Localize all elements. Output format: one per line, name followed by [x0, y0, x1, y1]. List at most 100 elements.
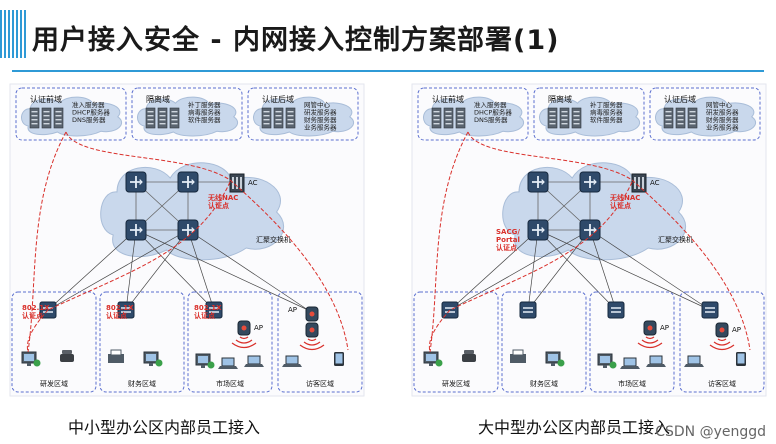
server-icon: [285, 107, 296, 129]
access-switch-icon: [519, 301, 537, 319]
server-list-label: 业务服务器: [706, 123, 739, 132]
server-icon: [455, 107, 466, 129]
ap-label: AP: [288, 306, 297, 314]
network-link: [125, 229, 137, 311]
top-zone-box: [131, 87, 243, 141]
auth-path: [26, 181, 231, 353]
core-switch-icon: [527, 171, 549, 193]
core-switch-icon: [177, 171, 199, 193]
core-switch-icon: [579, 171, 601, 193]
access-switch-icon: [205, 301, 223, 319]
access-switch-icon: [39, 301, 57, 319]
network-link: [537, 229, 617, 311]
ap-label: AP: [660, 324, 669, 332]
laptop-icon: [282, 355, 302, 367]
server-list-label: DNS服务器: [72, 115, 106, 124]
core-switch-icon: [125, 171, 147, 193]
server-icon: [663, 107, 674, 129]
server-icon: [41, 107, 52, 129]
phone-icon: [60, 350, 74, 362]
sacg-portal-auth-label: 认证点: [496, 243, 517, 252]
bottom-zone-box: [501, 291, 587, 393]
dot1x-auth-label: 802.1X: [106, 304, 134, 312]
title-accent-bar: [0, 10, 26, 58]
server-list-label: 准入服务器: [474, 100, 507, 109]
left-caption: 中小型办公区内部员工接入: [68, 418, 261, 437]
bottom-zone-box: [11, 291, 97, 393]
bottom-zone-name: 财务区域: [128, 379, 156, 388]
network-link: [449, 229, 539, 311]
dot1x-auth-label: 认证点: [22, 311, 43, 320]
core-switch-icon: [527, 219, 549, 241]
top-zone-name: 认证后域: [262, 94, 294, 104]
network-link: [527, 229, 539, 311]
desktop-pc-icon: [597, 353, 617, 369]
server-icon: [687, 107, 698, 129]
network-link: [589, 229, 711, 311]
server-list-label: 病毒服务器: [188, 108, 221, 117]
wireless-nac-label: 无线NAC: [609, 193, 640, 202]
server-list-label: 补丁服务器: [590, 100, 623, 109]
access-switch-icon: [607, 301, 625, 319]
desktop-pc-icon: [423, 351, 443, 367]
wireless-signal-icon: [637, 336, 663, 349]
desktop-pc-icon: [195, 353, 215, 369]
network-link: [537, 229, 711, 311]
bottom-zone-box: [679, 291, 765, 393]
access-switch-icon: [117, 301, 135, 319]
network-link: [135, 229, 309, 311]
ap-icon: [237, 320, 251, 336]
bottom-zone-name: 研发区域: [442, 379, 470, 388]
dot1x-auth-label: 802.1X: [22, 304, 50, 312]
server-list-label: 网管中心: [304, 100, 331, 109]
ap-icon: [715, 322, 729, 338]
sacg-portal-auth-label: Portal: [496, 236, 520, 244]
server-icon: [547, 107, 558, 129]
desktop-pc-icon: [143, 351, 163, 367]
top-zone-name: 隔离域: [548, 94, 572, 104]
dot1x-auth-label: 802.1X: [194, 304, 222, 312]
wireless-nac-label: 认证点: [208, 201, 229, 210]
server-list-label: 财务服务器: [304, 115, 337, 124]
wireless-nac-label: 无线NAC: [207, 193, 238, 202]
top-zone-box: [247, 87, 359, 141]
ac-controller-icon: [631, 173, 647, 193]
auth-path: [65, 131, 231, 181]
slide-title: 用户接入安全 - 内网接入控制方案部署(1): [32, 25, 560, 56]
laptop-icon: [218, 357, 238, 369]
bottom-zone-box: [589, 291, 675, 393]
phone-icon: [462, 350, 476, 362]
bottom-zone-box: [413, 291, 499, 393]
auth-path: [27, 131, 67, 353]
access-switch-icon: [701, 301, 719, 319]
wireless-nac-label: 认证点: [610, 201, 631, 210]
tablet-icon: [334, 352, 344, 366]
ap-icon: [643, 320, 657, 336]
printer-icon: [108, 349, 124, 363]
auth-path: [429, 131, 469, 353]
auth-path: [229, 179, 349, 351]
wireless-signal-icon: [299, 338, 325, 351]
bottom-zone-name: 访客区域: [306, 379, 334, 388]
server-list-label: DHCP服务器: [474, 108, 512, 117]
ap-label: AP: [254, 324, 263, 332]
ac-label: AC: [248, 179, 258, 187]
sacg-portal-auth-label: SACG/: [496, 228, 520, 236]
bottom-zone-name: 市场区域: [216, 379, 244, 388]
server-list-label: 补丁服务器: [188, 100, 221, 109]
top-zone-name: 认证前域: [432, 94, 464, 104]
laptop-icon: [620, 357, 640, 369]
ap-label: AP: [732, 326, 741, 334]
auth-path: [631, 179, 751, 351]
core-switch-icon: [177, 219, 199, 241]
core-switch-icon: [579, 219, 601, 241]
network-link: [527, 229, 591, 311]
top-zone-name: 认证前域: [30, 94, 62, 104]
network-link: [589, 229, 617, 311]
aggregation-switch-label: 汇聚交换机: [256, 235, 291, 244]
ap-icon: [305, 322, 319, 338]
desktop-pc-icon: [545, 351, 565, 367]
bottom-zone-name: 访客区域: [708, 379, 736, 388]
desktop-pc-icon: [21, 351, 41, 367]
server-list-label: 软件服务器: [590, 115, 623, 124]
